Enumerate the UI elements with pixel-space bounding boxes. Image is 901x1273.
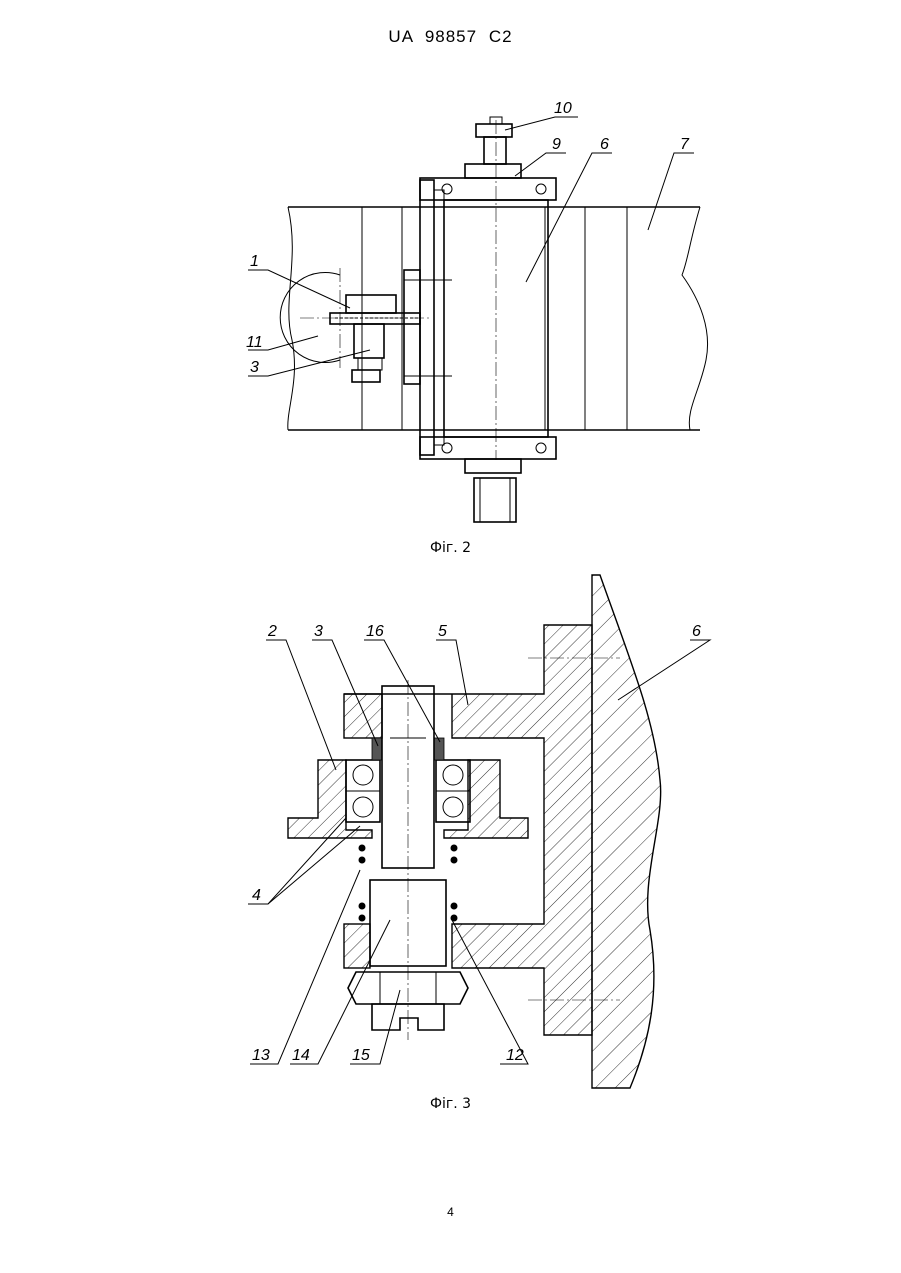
fig3-label-4: 4 [252, 887, 261, 904]
fig3-label-3: 3 [314, 623, 323, 640]
figure-3-drawing: 2 3 16 5 6 4 13 14 15 12 [0, 560, 901, 1100]
fig3-label-12: 12 [506, 1047, 524, 1064]
fig2-label-1: 1 [250, 253, 259, 270]
fig2-label-3: 3 [250, 359, 259, 376]
fig2-label-7: 7 [680, 136, 690, 153]
fig2-label-11: 11 [246, 334, 263, 351]
fig2-label-10: 10 [554, 100, 572, 117]
fig2-label-6: 6 [600, 136, 609, 153]
fig3-label-2: 2 [267, 623, 277, 640]
fig3-label-5: 5 [438, 623, 447, 640]
figure-3-caption: Фіг. 3 [0, 1096, 901, 1112]
fig3-label-16: 16 [366, 623, 384, 640]
fig2-label-9: 9 [552, 136, 561, 153]
fig3-label-13: 13 [252, 1047, 270, 1064]
fig3-label-14: 14 [292, 1047, 310, 1064]
figure-2-drawing: 1 11 3 10 9 6 7 [0, 0, 901, 560]
fig3-label-6: 6 [692, 623, 701, 640]
fig3-label-15: 15 [352, 1047, 370, 1064]
page-number: 4 [0, 1205, 901, 1219]
figure-2-caption: Фіг. 2 [0, 540, 901, 556]
